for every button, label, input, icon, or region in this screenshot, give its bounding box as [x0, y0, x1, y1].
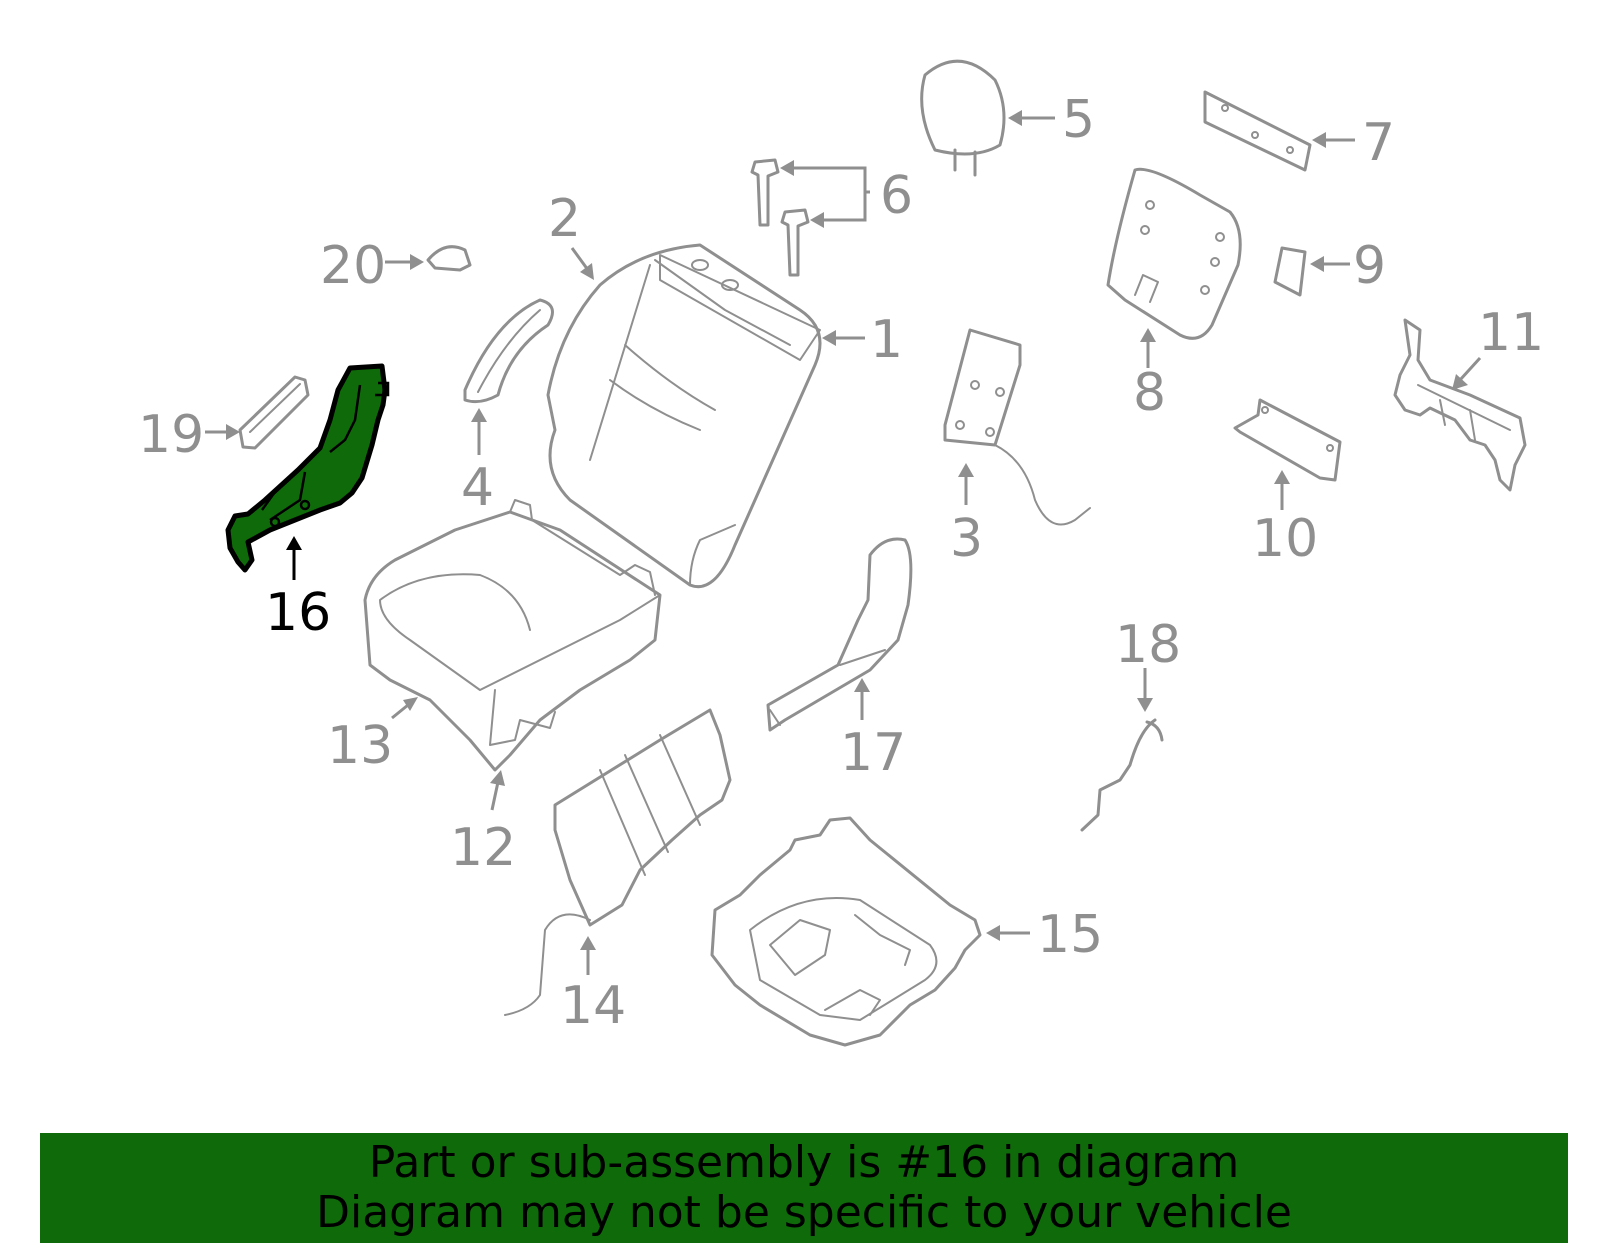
- part-19-knob[interactable]: [238, 375, 310, 450]
- part-14-heater-pad[interactable]: [504, 708, 732, 1016]
- arrow-13: [391, 697, 418, 720]
- callout-11: 11: [1478, 303, 1544, 363]
- arrow-17: [854, 678, 870, 720]
- arrow-8: [1140, 328, 1156, 368]
- callout-10: 10: [1252, 509, 1318, 569]
- callout-3: 3: [950, 509, 983, 569]
- arrow-5: [1008, 110, 1055, 126]
- arrow-18: [1137, 668, 1153, 712]
- part-1-seat-back-cover[interactable]: [659, 254, 821, 361]
- part-18-wire[interactable]: [1080, 718, 1164, 832]
- arrow-1: [822, 330, 865, 346]
- callout-4: 4: [461, 458, 494, 518]
- part-20-clip[interactable]: [426, 245, 472, 272]
- callout-13: 13: [327, 716, 393, 776]
- part-6-headrest-guides[interactable]: [750, 158, 810, 277]
- callout-14: 14: [560, 976, 626, 1036]
- part-15-seat-frame[interactable]: [710, 816, 982, 1047]
- part-13-seat-cushion[interactable]: [363, 510, 662, 772]
- arrow-19: [205, 424, 240, 440]
- callout-2: 2: [548, 189, 581, 249]
- part-12-cushion-cover[interactable]: [509, 499, 656, 596]
- callout-5: 5: [1062, 90, 1095, 150]
- arrow-12: [490, 770, 505, 811]
- arrow-10: [1274, 470, 1290, 510]
- part-4-side-trim[interactable]: [463, 298, 554, 404]
- callout-12: 12: [450, 818, 516, 878]
- banner-line-1: Part or sub-assembly is #16 in diagram: [368, 1137, 1240, 1188]
- callout-7: 7: [1362, 113, 1395, 173]
- arrow-6: [780, 160, 870, 228]
- banner-line-2: Diagram may not be specific to your vehi…: [316, 1187, 1292, 1238]
- callout-19: 19: [138, 405, 204, 465]
- arrow-9: [1310, 256, 1350, 272]
- arrow-7: [1312, 132, 1355, 148]
- info-banner: Part or sub-assembly is #16 in diagram D…: [40, 1133, 1568, 1243]
- arrow-20: [385, 254, 424, 270]
- callout-1: 1: [870, 310, 903, 370]
- part-2-seat-back-pad[interactable]: [546, 243, 822, 588]
- part-10-bar[interactable]: [1233, 398, 1342, 482]
- callout-15: 15: [1037, 905, 1103, 965]
- callout-6: 6: [880, 166, 913, 226]
- part-8-back-panel[interactable]: [1106, 167, 1242, 340]
- seat-parts-diagram: 5 7 6 2 1: [138, 59, 1544, 1047]
- callout-8: 8: [1133, 363, 1166, 423]
- callout-16: 16: [265, 583, 331, 643]
- arrow-14: [580, 936, 596, 975]
- arrow-2: [570, 247, 594, 280]
- part-17-outer-trim[interactable]: [766, 537, 913, 732]
- callout-17: 17: [840, 723, 906, 783]
- arrow-16: [286, 536, 302, 580]
- callout-20: 20: [320, 236, 386, 296]
- part-11-frame-bracket[interactable]: [1393, 318, 1527, 492]
- arrow-15: [986, 925, 1030, 941]
- arrow-3: [958, 463, 974, 505]
- part-7-bracket[interactable]: [1203, 90, 1312, 172]
- callout-18: 18: [1115, 615, 1181, 675]
- arrow-4: [471, 408, 487, 455]
- callout-9: 9: [1353, 236, 1386, 296]
- arrow-11: [1452, 356, 1482, 390]
- part-3-module[interactable]: [943, 328, 1091, 526]
- part-16-side-shield[interactable]: [225, 363, 390, 573]
- part-5-headrest[interactable]: [920, 59, 1006, 177]
- part-9-clip[interactable]: [1273, 246, 1307, 297]
